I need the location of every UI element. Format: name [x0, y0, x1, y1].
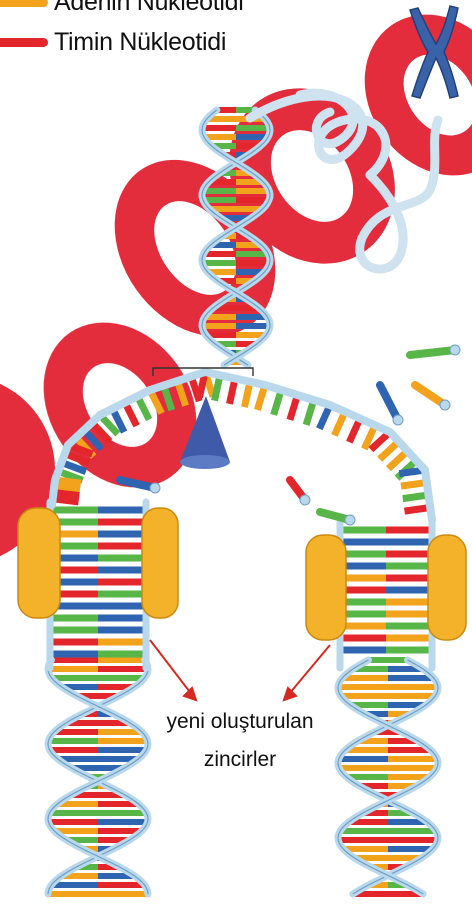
base-pair-half — [388, 684, 438, 690]
base-pair-half — [386, 623, 432, 630]
base-pair-half — [338, 684, 388, 690]
base-pair-half — [340, 575, 386, 582]
base-pair-half — [98, 567, 146, 574]
base-pair-half — [98, 891, 148, 897]
base-pair-half — [386, 635, 432, 642]
base-pair-half — [98, 651, 146, 658]
base-pair-half — [48, 891, 98, 897]
base-pair-half — [51, 882, 98, 888]
base-pair-half — [339, 756, 388, 762]
base-pair-half — [49, 810, 98, 816]
base-pair-half — [340, 551, 386, 558]
base-pair-half — [98, 519, 146, 526]
base-pair-half — [386, 551, 432, 558]
base-pair-half — [98, 882, 145, 888]
helicase-icon — [180, 396, 230, 469]
base-pair-half — [98, 810, 147, 816]
base-pair-half — [48, 819, 98, 825]
base-pair-half — [388, 837, 438, 843]
base-pair-half — [51, 657, 98, 663]
chromosome-icon — [410, 6, 458, 98]
base-pair-half — [386, 587, 432, 594]
backbone-strand — [205, 372, 432, 520]
base-pair-half — [98, 666, 148, 672]
base-pair-half — [388, 765, 437, 771]
base-pair-half — [98, 507, 146, 514]
base-pair-half — [203, 188, 236, 194]
base-pair-half — [50, 651, 98, 658]
base-pair-half — [341, 693, 388, 699]
base-pair-half — [98, 675, 144, 681]
base-pair-half — [52, 675, 98, 681]
base-pair-half — [98, 657, 145, 663]
base-pair-half — [340, 599, 386, 606]
base-pair-half — [98, 603, 146, 610]
base-pair-half — [98, 591, 146, 598]
base-pair-half — [386, 575, 432, 582]
base-pair-half — [98, 738, 148, 744]
base-pair-half — [202, 323, 236, 329]
base-pair-half — [340, 623, 386, 630]
nucleotide-phosphate — [440, 400, 450, 410]
base-pair-half — [236, 323, 270, 329]
base-pair-half — [340, 527, 386, 534]
nucleotide-phosphate — [345, 515, 355, 525]
base-pair-half — [50, 639, 98, 646]
base-pair-half — [236, 260, 270, 266]
base-pair-half — [386, 563, 432, 570]
base-pair-half — [98, 555, 146, 562]
base-pair-half — [340, 635, 386, 642]
base-pair-half — [386, 527, 432, 534]
base-pair-half — [340, 563, 386, 570]
base-pair-half — [388, 756, 437, 762]
base-pair-half — [388, 828, 436, 834]
base-pair-half — [340, 828, 388, 834]
base-pair-half — [340, 539, 386, 546]
base-pair-half — [386, 647, 432, 654]
base-pair-half — [48, 738, 98, 744]
base-pair-half — [50, 747, 98, 753]
free-nucleotide — [380, 385, 398, 420]
base-pair-half — [98, 639, 146, 646]
pointer-arrows — [150, 640, 330, 700]
base-pair-half — [50, 627, 98, 634]
base-pair-half — [386, 611, 432, 618]
base-pair-half — [202, 125, 236, 131]
base-pair-half — [386, 539, 432, 546]
base-pair-half — [48, 666, 98, 672]
base-pair-half — [236, 125, 270, 131]
base-pair-half — [340, 611, 386, 618]
base-pair-half — [340, 647, 386, 654]
nucleotide-phosphate — [150, 483, 160, 493]
base-pair-half — [98, 543, 146, 550]
free-nucleotide — [410, 350, 455, 355]
base-pair-half — [386, 599, 432, 606]
nucleotide-phosphate — [300, 495, 310, 505]
base-pair-half — [50, 507, 98, 514]
base-pair-half — [338, 837, 388, 843]
coiled-dna-tail — [250, 93, 438, 269]
base-pair-half — [50, 615, 98, 622]
nucleotide-phosphate — [393, 415, 403, 425]
base-pair-half — [339, 765, 388, 771]
base-pair-half — [236, 188, 269, 194]
base-pair-half — [98, 615, 146, 622]
nucleotide-phosphate — [450, 345, 460, 355]
base-pair-half — [98, 579, 146, 586]
base-pair-half — [98, 747, 146, 753]
base-pair-half — [202, 260, 236, 266]
base-pair-half — [98, 627, 146, 634]
base-pair-half — [340, 587, 386, 594]
base-pair-half — [98, 819, 148, 825]
base-pair-half — [388, 693, 435, 699]
base-pair-half — [98, 531, 146, 538]
